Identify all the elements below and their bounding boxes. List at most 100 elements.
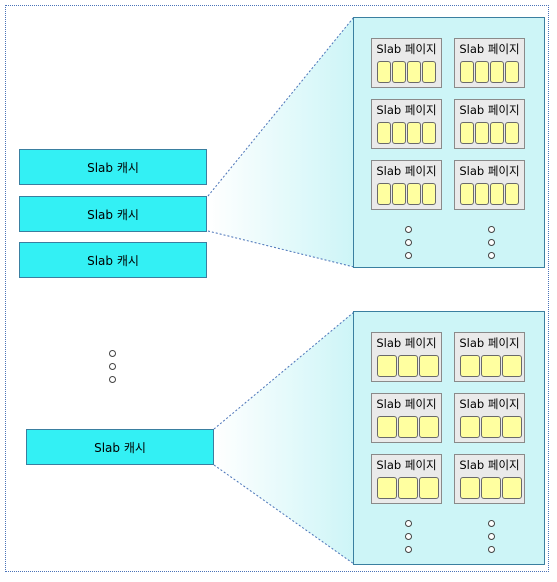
- ellipsis-dot: [488, 239, 495, 246]
- slab-object: [419, 477, 439, 499]
- slab-object: [392, 61, 406, 83]
- page-ellipsis: [488, 520, 496, 559]
- slab-page: Slab 페이지: [371, 38, 442, 88]
- slab-page: Slab 페이지: [454, 99, 525, 149]
- connector-2: [214, 312, 354, 564]
- slab-cache-1: Slab 캐시: [19, 149, 207, 185]
- connector-1: [208, 17, 354, 267]
- slab-object: [502, 416, 522, 438]
- slab-object: [490, 61, 504, 83]
- slab-page-label: Slab 페이지: [376, 336, 437, 350]
- slab-object: [392, 122, 406, 144]
- slab-object: [422, 61, 436, 83]
- slab-page: Slab 페이지: [371, 160, 442, 210]
- ellipsis-dot: [488, 546, 495, 553]
- object-slots: [460, 477, 523, 499]
- object-slots: [377, 355, 440, 377]
- slab-object: [460, 122, 474, 144]
- connector-1-bottom-edge: [207, 230, 355, 268]
- object-slots: [460, 61, 520, 83]
- slab-page-label: Slab 페이지: [376, 103, 437, 117]
- slab-object: [419, 416, 439, 438]
- slab-cache-label: Slab 캐시: [94, 440, 146, 455]
- slab-page-label: Slab 페이지: [459, 42, 520, 56]
- connector-2-bottom-edge: [213, 464, 355, 565]
- slab-page: Slab 페이지: [454, 393, 525, 443]
- slab-object: [460, 477, 480, 499]
- slab-object: [505, 183, 519, 205]
- object-slots: [460, 122, 520, 144]
- slab-object: [481, 477, 501, 499]
- ellipsis-dot: [488, 252, 495, 259]
- page-ellipsis: [488, 226, 496, 265]
- slab-page-label: Slab 페이지: [376, 397, 437, 411]
- slab-cache-4: Slab 캐시: [26, 429, 214, 465]
- object-slots: [460, 183, 520, 205]
- ellipsis-dot: [109, 363, 116, 370]
- object-slots: [460, 355, 523, 377]
- slab-object: [377, 355, 397, 377]
- slab-object: [377, 416, 397, 438]
- slab-page-label: Slab 페이지: [459, 336, 520, 350]
- slab-object: [460, 183, 474, 205]
- slab-page: Slab 페이지: [454, 332, 525, 382]
- ellipsis-dot: [405, 533, 412, 540]
- page-ellipsis: [405, 226, 413, 265]
- slab-object: [475, 61, 489, 83]
- slab-page-label: Slab 페이지: [376, 42, 437, 56]
- slab-page-panel-1: Slab 페이지 Slab 페이지 Slab 페이지 Slab 페이지 Slab…: [353, 17, 545, 268]
- slab-cache-label: Slab 캐시: [87, 253, 139, 268]
- slab-object: [407, 122, 421, 144]
- slab-object: [481, 416, 501, 438]
- slab-object: [419, 355, 439, 377]
- slab-page: Slab 페이지: [454, 160, 525, 210]
- slab-page-label: Slab 페이지: [459, 164, 520, 178]
- slab-page: Slab 페이지: [371, 99, 442, 149]
- slab-page-label: Slab 페이지: [459, 103, 520, 117]
- slab-object: [422, 122, 436, 144]
- object-slots: [377, 122, 437, 144]
- object-slots: [377, 416, 440, 438]
- object-slots: [377, 477, 440, 499]
- slab-cache-label: Slab 캐시: [87, 160, 139, 175]
- ellipsis-dot: [405, 546, 412, 553]
- slab-page: Slab 페이지: [371, 454, 442, 504]
- object-slots: [377, 183, 437, 205]
- slab-object: [460, 355, 480, 377]
- slab-object: [475, 122, 489, 144]
- ellipsis-dot: [488, 226, 495, 233]
- slab-object: [407, 61, 421, 83]
- slab-cache-3: Slab 캐시: [19, 242, 207, 278]
- ellipsis-dot: [109, 350, 116, 357]
- ellipsis-dot: [488, 520, 495, 527]
- slab-object: [398, 477, 418, 499]
- slab-page: Slab 페이지: [454, 38, 525, 88]
- slab-object: [377, 61, 391, 83]
- slab-object: [377, 477, 397, 499]
- connector-1-top-edge: [207, 16, 355, 197]
- slab-object: [490, 122, 504, 144]
- slab-page: Slab 페이지: [454, 454, 525, 504]
- ellipsis-dot: [405, 239, 412, 246]
- slab-object: [392, 183, 406, 205]
- slab-object: [502, 477, 522, 499]
- ellipsis-dot: [405, 520, 412, 527]
- slab-page: Slab 페이지: [371, 332, 442, 382]
- slab-object: [505, 61, 519, 83]
- ellipsis-dot: [405, 226, 412, 233]
- slab-object: [460, 416, 480, 438]
- slab-page-label: Slab 페이지: [376, 458, 437, 472]
- slab-page-label: Slab 페이지: [376, 164, 437, 178]
- object-slots: [460, 416, 523, 438]
- slab-page: Slab 페이지: [371, 393, 442, 443]
- slab-page-label: Slab 페이지: [459, 397, 520, 411]
- slab-object: [422, 183, 436, 205]
- slab-object: [377, 122, 391, 144]
- object-slots: [377, 61, 437, 83]
- connector-2-top-edge: [213, 311, 355, 430]
- slab-object: [502, 355, 522, 377]
- slab-object: [505, 122, 519, 144]
- slab-cache-label: Slab 캐시: [87, 207, 139, 222]
- ellipsis-dot: [405, 252, 412, 259]
